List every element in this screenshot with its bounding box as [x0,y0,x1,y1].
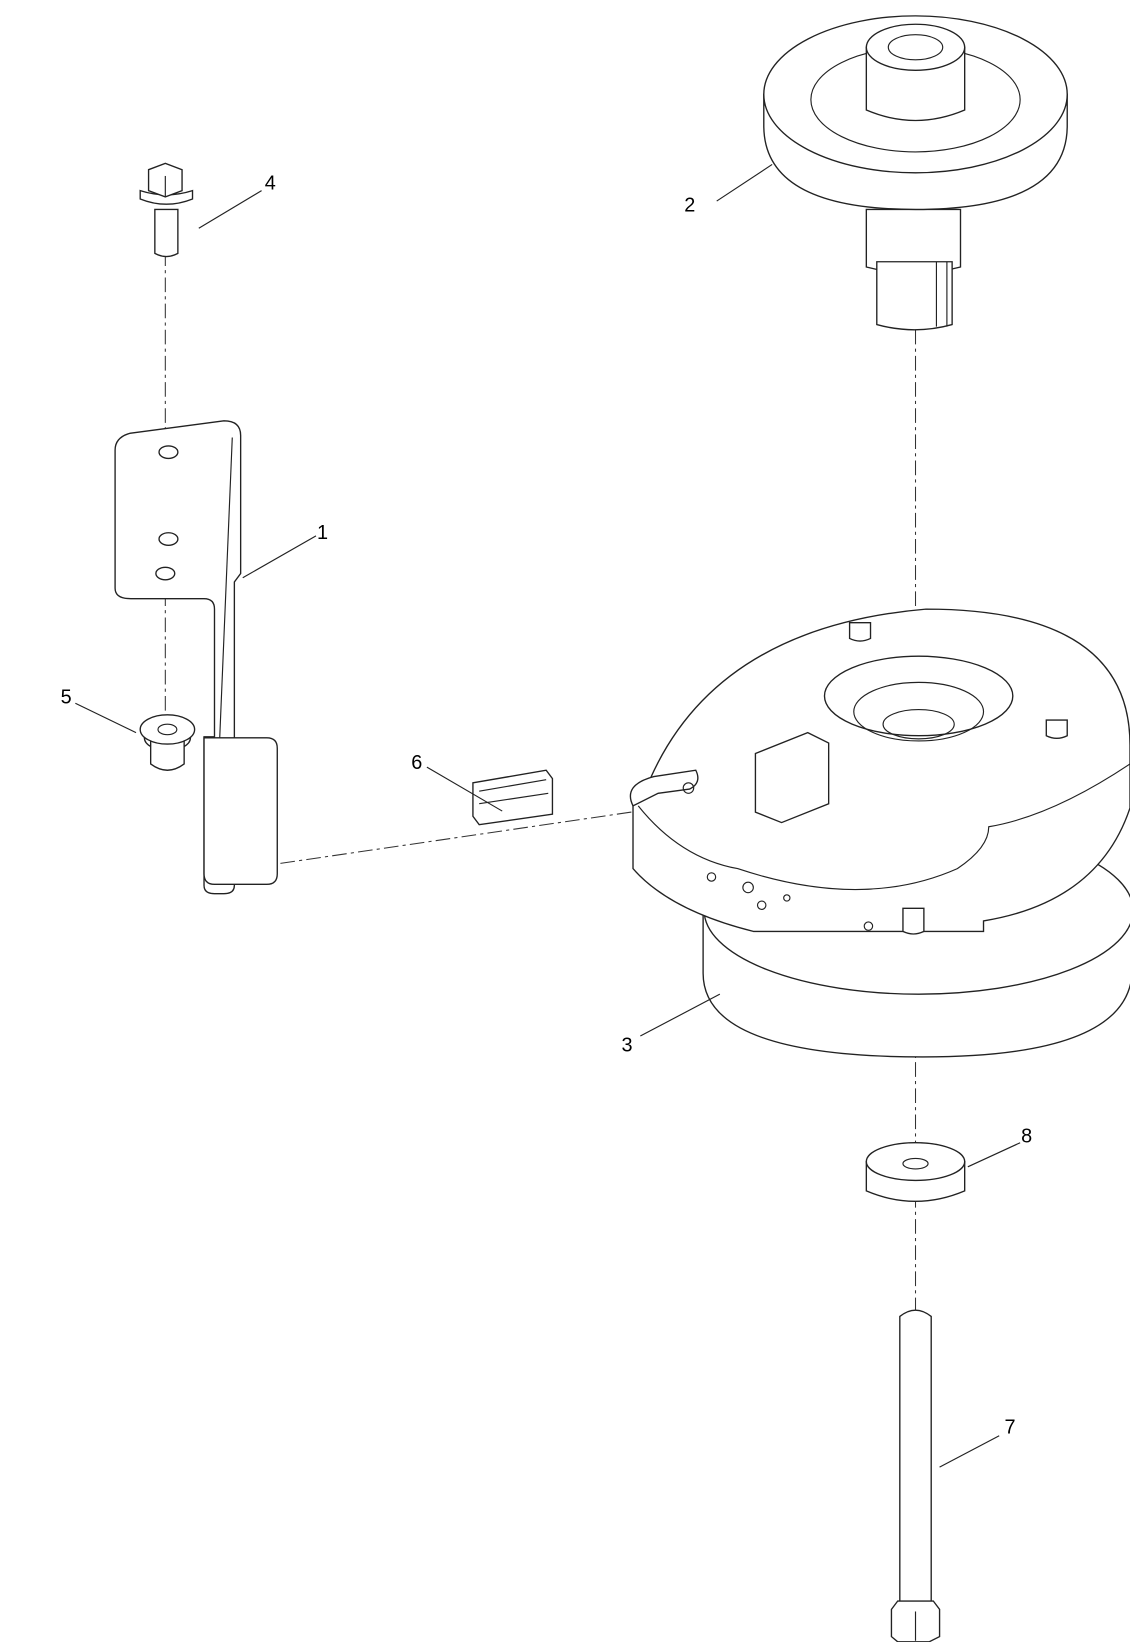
callout-8: 8 [1021,1126,1032,1148]
part-3-electric-clutch [629,608,1130,1058]
callout-4: 4 [265,173,276,195]
part-2-pulley [763,15,1068,331]
callout-5: 5 [61,686,72,708]
part-8-spacer [865,1142,966,1202]
part-4-flange-bolt [139,162,194,258]
part-6-connector [472,769,554,826]
part-1-bracket [114,420,278,895]
centerline-connector [280,810,639,864]
callout-2: 2 [684,195,695,217]
callout-3: 3 [621,1035,632,1057]
callout-6: 6 [411,752,422,774]
leader-lines [75,163,1021,1468]
part-5-flange-nut [139,714,196,771]
callout-1: 1 [317,522,328,544]
callout-7: 7 [1004,1417,1015,1439]
part-7-hex-bolt [890,1309,941,1642]
